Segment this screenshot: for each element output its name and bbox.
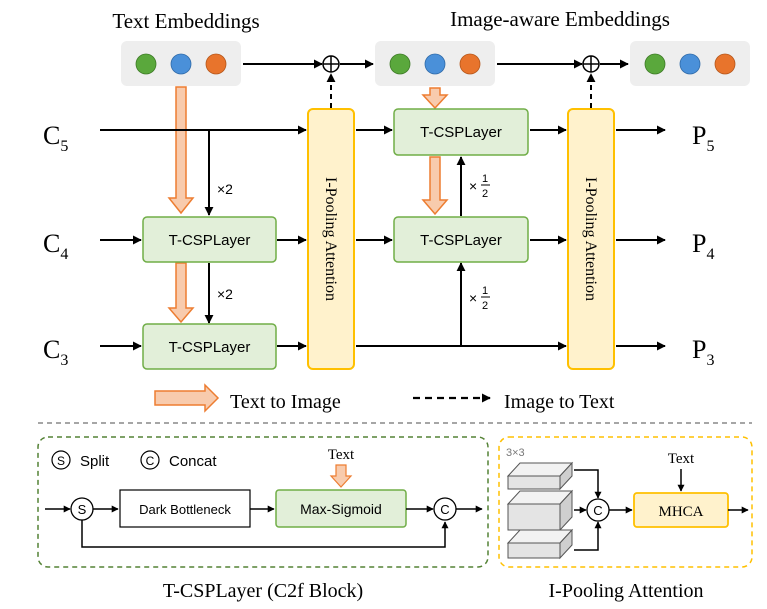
text-to-image-arrow-1: [167, 86, 195, 215]
scale-label-half-lower: × 1 2: [469, 285, 490, 312]
sum-node-2: [582, 55, 600, 73]
tcsp-layer-right-mid: T-CSPLayer: [393, 216, 529, 263]
svg-text:I-Pooling Attention: I-Pooling Attention: [322, 177, 339, 301]
text-to-image-arrow-3: [421, 87, 449, 110]
svg-text:I-Pooling Attention: I-Pooling Attention: [582, 177, 599, 301]
svg-text:Split: Split: [80, 453, 110, 470]
embedding-dot-blue: [679, 53, 701, 75]
svg-text:×: ×: [469, 178, 477, 194]
svg-text:1: 1: [482, 173, 488, 185]
svg-text:C: C: [146, 454, 155, 468]
image-aware-embeddings-label: Image-aware Embeddings: [450, 7, 670, 31]
i-pooling-attention-block-2: I-Pooling Attention: [567, 108, 615, 370]
svg-text:Concat: Concat: [169, 453, 217, 470]
text-embeddings-panel: [121, 41, 241, 86]
svg-text:2: 2: [482, 300, 488, 312]
text-to-image-arrow-4: [421, 156, 449, 216]
embedding-dot-green: [135, 53, 157, 75]
svg-text:MHCA: MHCA: [658, 504, 703, 520]
ipa-concat-node: C: [586, 498, 610, 522]
svg-text:T-CSPLayer: T-CSPLayer: [169, 232, 251, 249]
svg-text:1: 1: [482, 285, 488, 297]
input-label-c4: C4: [43, 229, 68, 263]
mid-embeddings-panel: [375, 41, 495, 86]
svg-text:T-CSPLayer: T-CSPLayer: [420, 232, 502, 249]
scale-label-x2-upper: ×2: [217, 181, 233, 197]
output-label-p4: P4: [692, 229, 714, 263]
tcsp-layer-left-mid: T-CSPLayer: [142, 216, 277, 263]
split-legend: S Split: [51, 450, 110, 470]
mhca-block: MHCA: [633, 492, 729, 528]
embedding-dot-blue: [170, 53, 192, 75]
image-aware-embeddings-panel: [630, 41, 750, 86]
i-pooling-panel: [498, 436, 753, 568]
output-label-p3: P3: [692, 335, 714, 369]
c2f-skip-connection: [81, 520, 449, 548]
ipa-caption: I-Pooling Attention: [549, 580, 704, 602]
embedding-dot-orange: [205, 53, 227, 75]
dark-bottleneck-block: Dark Bottleneck: [119, 489, 251, 528]
c2f-text-label: Text: [328, 447, 355, 463]
embedding-dot-green: [389, 53, 411, 75]
max-sigmoid-block: Max-Sigmoid: [275, 489, 407, 528]
input-label-c5: C5: [43, 121, 68, 155]
svg-text:S: S: [57, 454, 65, 468]
tcsp-layer-right-top: T-CSPLayer: [393, 108, 529, 156]
svg-text:Max-Sigmoid: Max-Sigmoid: [300, 501, 382, 517]
i-pooling-attention-block-1: I-Pooling Attention: [307, 108, 355, 370]
pool-size-label: 3×3: [506, 447, 525, 459]
text-to-image-arrow-2: [167, 262, 195, 324]
svg-text:Dark Bottleneck: Dark Bottleneck: [139, 502, 231, 517]
pooled-feature-slab-3: [506, 528, 574, 560]
scale-label-x2-lower: ×2: [217, 286, 233, 302]
sum-node-1: [322, 55, 340, 73]
svg-text:S: S: [78, 502, 87, 517]
tcsp-layer-left-bottom: T-CSPLayer: [142, 323, 277, 370]
embedding-dot-green: [644, 53, 666, 75]
scale-label-half-upper: × 1 2: [469, 173, 490, 200]
text-embeddings-label: Text Embeddings: [112, 9, 259, 33]
c2f-block-panel: [37, 436, 489, 568]
svg-text:C: C: [440, 502, 449, 517]
c2f-text-arrow: [329, 464, 353, 488]
input-label-c3: C3: [43, 335, 68, 369]
output-label-p5: P5: [692, 121, 714, 155]
slab3-to-concat-arrow: [574, 521, 602, 551]
embedding-dot-orange: [459, 53, 481, 75]
ipa-text-label: Text: [668, 451, 695, 467]
embedding-dot-orange: [714, 53, 736, 75]
svg-text:×: ×: [469, 290, 477, 306]
slab1-to-concat-arrow: [574, 469, 602, 499]
svg-text:2: 2: [482, 188, 488, 200]
legend-text-to-image-arrow: [154, 383, 220, 413]
pooled-feature-slab-1: [506, 461, 574, 491]
pooled-feature-slab-2: [506, 489, 574, 532]
concat-legend: C Concat: [140, 450, 217, 470]
svg-text:C: C: [593, 503, 602, 518]
c2f-concat-node: C: [433, 497, 457, 521]
c2f-split-node: S: [70, 497, 94, 521]
embedding-dot-blue: [424, 53, 446, 75]
legend-text-to-image-label: Text to Image: [230, 391, 341, 413]
svg-text:T-CSPLayer: T-CSPLayer: [420, 124, 502, 141]
c2f-caption: T-CSPLayer (C2f Block): [163, 580, 363, 602]
svg-text:T-CSPLayer: T-CSPLayer: [169, 339, 251, 356]
legend-image-to-text-label: Image to Text: [504, 391, 615, 413]
